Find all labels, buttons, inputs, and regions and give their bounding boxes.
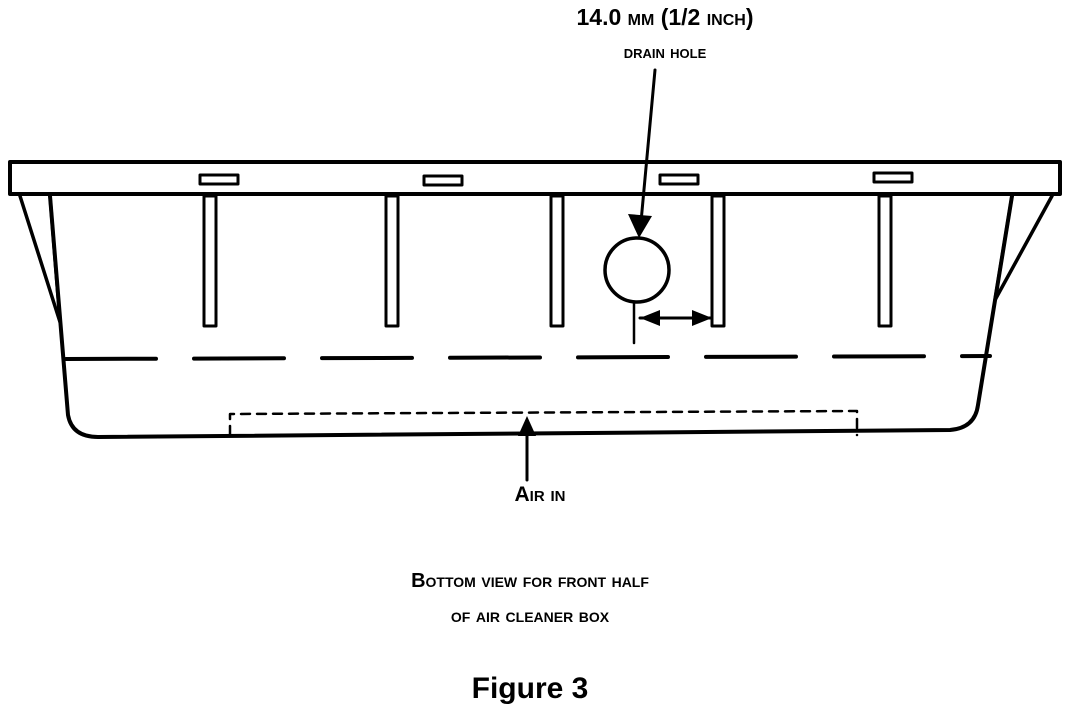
air-arrowhead xyxy=(518,416,536,436)
dashed-midline xyxy=(64,354,992,361)
box-body-outline xyxy=(48,194,1014,439)
drain-arrowhead xyxy=(628,214,652,238)
drain-hole-label: drain hole xyxy=(623,42,707,63)
top-flange xyxy=(8,160,1062,196)
dimension-arrowhead-left xyxy=(640,310,660,326)
drain-leader-line xyxy=(639,68,657,224)
caption-line-1: Bottom view for front half xyxy=(411,570,649,592)
flange-slots xyxy=(198,171,914,187)
air-inlet-opening xyxy=(228,409,859,437)
ribs xyxy=(202,194,893,328)
air-in-label: Air in xyxy=(514,483,566,506)
drain-hole-dimension-label: 14.0 mm (1/2 inch) xyxy=(576,4,754,30)
dimension-arrowhead-right xyxy=(692,310,712,326)
caption-line-2: of air cleaner box xyxy=(450,605,610,627)
drain-hole xyxy=(603,236,671,304)
figure-label: Figure 3 xyxy=(471,672,589,705)
